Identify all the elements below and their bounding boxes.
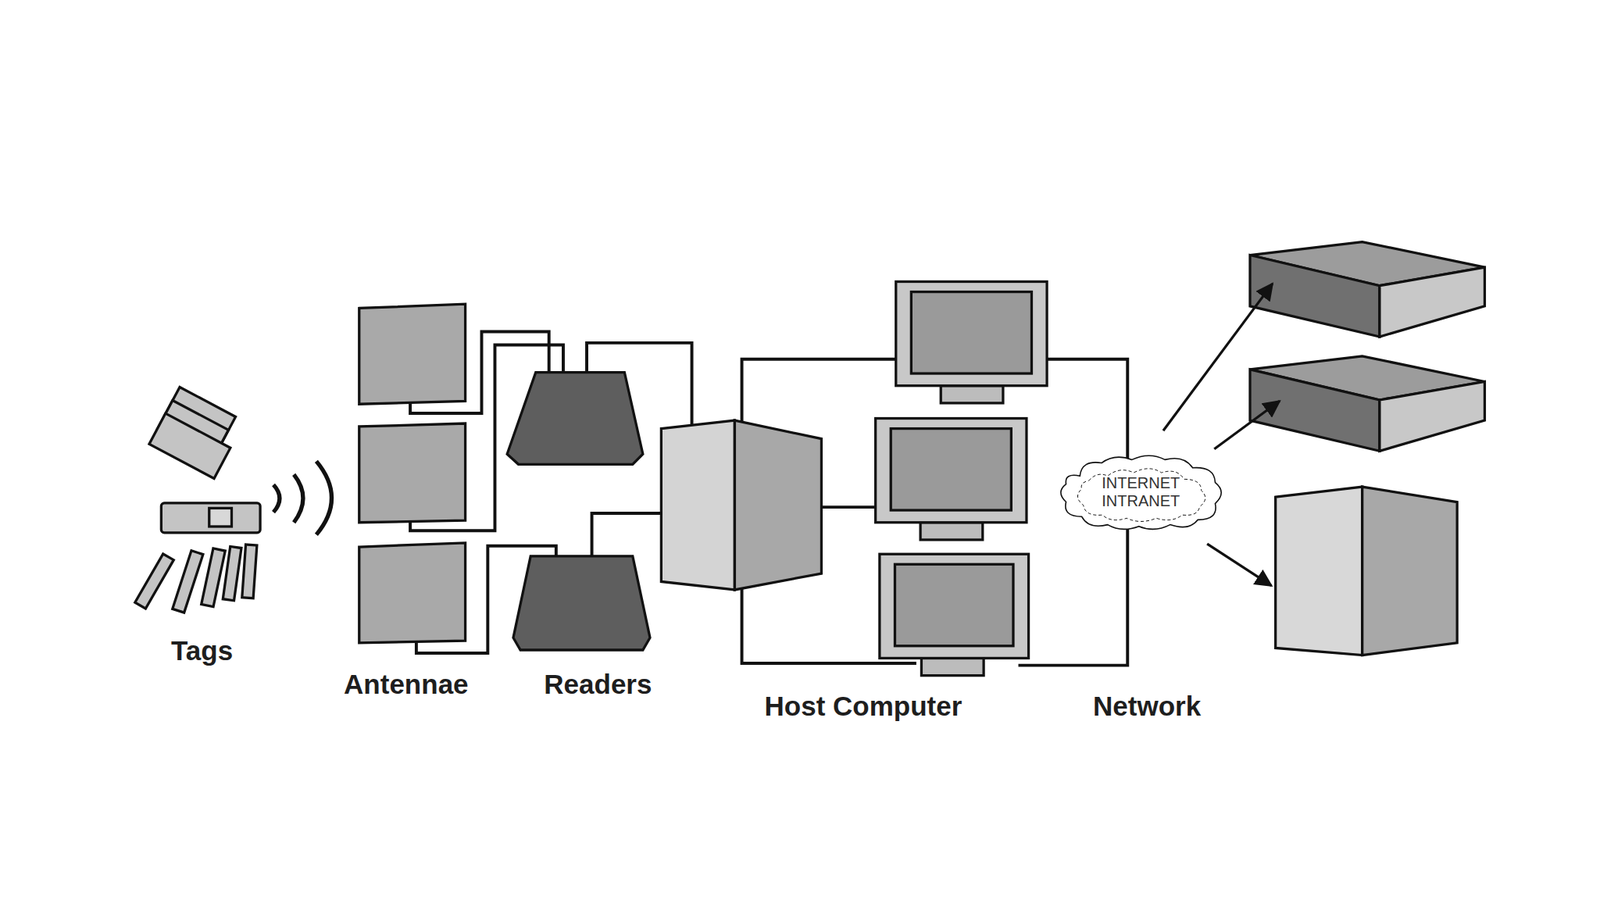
part-label: Network xyxy=(1092,690,1201,722)
part-label: Antennae xyxy=(343,668,468,700)
reader-units xyxy=(507,372,650,650)
antenna-panels xyxy=(359,303,466,643)
host-tower xyxy=(660,420,822,590)
part-label: Tags xyxy=(171,635,233,667)
cloud-label: INTERNET INTRANET xyxy=(1096,474,1185,511)
servers xyxy=(1250,242,1485,656)
part-label: Host Computer xyxy=(764,690,963,722)
radio-waves xyxy=(273,460,332,535)
monitors xyxy=(875,281,1047,675)
tag-group xyxy=(135,386,261,613)
part-label: Readers xyxy=(543,668,652,700)
network-cloud: INTERNET INTRANET xyxy=(1053,451,1228,533)
network-arrows xyxy=(1163,283,1280,586)
